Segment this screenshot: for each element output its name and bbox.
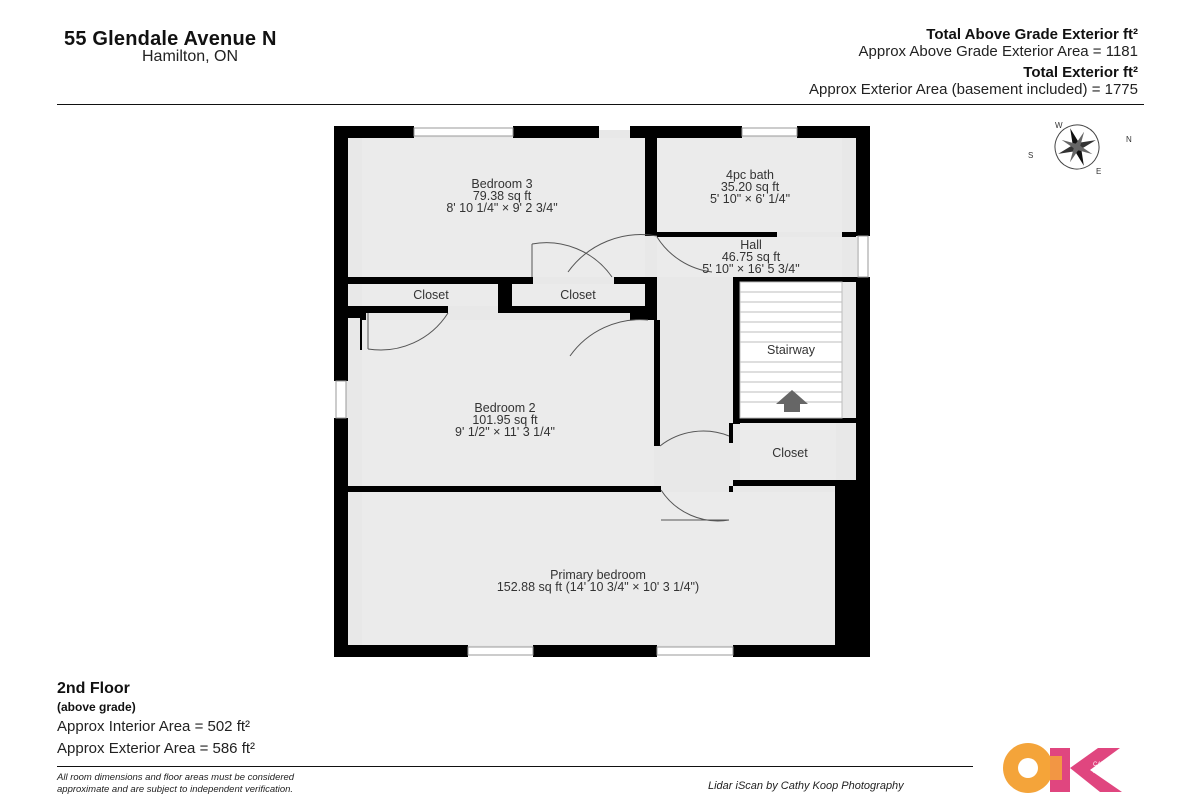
room-floors: [362, 138, 842, 645]
floor-name: 2nd Floor: [57, 680, 130, 697]
room-bedroom-3: Bedroom 3 79.38 sq ft 8' 10 1/4" × 9' 2 …: [446, 177, 557, 215]
bedroom2-dims: 9' 1/2" × 11' 3 1/4": [455, 425, 555, 439]
closet-right-label: Closet: [772, 446, 808, 460]
primary-detail: 152.88 sq ft (14' 10 3/4" × 10' 3 1/4"): [497, 580, 699, 594]
hall-dims: 5' 10" × 16' 5 3/4": [702, 262, 799, 276]
closet-middle-label: Closet: [560, 288, 596, 302]
bedroom2-name: Bedroom 2: [474, 401, 535, 415]
room-bedroom-2: Bedroom 2 101.95 sq ft 9' 1/2" × 11' 3 1…: [455, 401, 555, 439]
above-grade-heading: Total Above Grade Exterior ft²: [926, 26, 1138, 43]
logo-text-line2: PHOTOGRAPHY: [1093, 769, 1132, 775]
total-exterior-heading: Total Exterior ft²: [1023, 64, 1138, 81]
primary-name: Primary bedroom: [550, 568, 646, 582]
compass-n: N: [1126, 135, 1132, 144]
bath-dims: 5' 10" × 6' 1/4": [710, 192, 790, 206]
cathy-koop-logo: CATHY KOOP PHOTOGRAPHY: [1003, 743, 1132, 793]
bath-area: 35.20 sq ft: [721, 180, 780, 194]
bedroom3-dims: 8' 10 1/4" × 9' 2 3/4": [446, 201, 557, 215]
disclaimer-line-2: approximate and are subject to independe…: [57, 784, 294, 795]
hall-area: 46.75 sq ft: [722, 250, 781, 264]
door-swings: [367, 234, 730, 522]
compass-e: E: [1096, 167, 1101, 176]
compass-letters: N S E W: [1028, 121, 1132, 176]
stairway-label: Stairway: [767, 343, 816, 357]
disclaimer-line-1: All room dimensions and floor areas must…: [57, 772, 295, 783]
logo-text-line1: CATHY KOOP: [1093, 762, 1132, 768]
closet-left-label: Closet: [413, 288, 449, 302]
hall-name: Hall: [740, 238, 762, 252]
room-bath: 4pc bath 35.20 sq ft 5' 10" × 6' 1/4": [710, 168, 790, 206]
bedroom3-area: 79.38 sq ft: [473, 189, 532, 203]
compass-w: W: [1055, 121, 1063, 130]
above-grade-area: Approx Above Grade Exterior Area = 1181: [858, 43, 1138, 60]
photographer-credit: Lidar iScan by Cathy Koop Photography: [708, 780, 904, 792]
bath-name: 4pc bath: [726, 168, 774, 182]
property-address: 55 Glendale Avenue N: [64, 28, 277, 50]
header-divider: [57, 104, 1144, 105]
stair-direction-arrow-icon: [776, 390, 808, 412]
footer-divider: [57, 766, 973, 767]
total-exterior-area: Approx Exterior Area (basement included)…: [809, 81, 1138, 98]
exterior-area: Approx Exterior Area = 586 ft²: [57, 740, 256, 757]
compass-s: S: [1028, 151, 1033, 160]
floor-grade: (above grade): [57, 700, 136, 714]
room-hall: Hall 46.75 sq ft 5' 10" × 16' 5 3/4": [702, 238, 799, 276]
interior-area: Approx Interior Area = 502 ft²: [57, 718, 251, 735]
property-city: Hamilton, ON: [142, 48, 239, 65]
bedroom3-name: Bedroom 3: [471, 177, 532, 191]
compass-icon: [1054, 124, 1100, 170]
room-primary-bedroom: Primary bedroom 152.88 sq ft (14' 10 3/4…: [497, 568, 699, 594]
bedroom2-area: 101.95 sq ft: [472, 413, 538, 427]
windows: [335, 127, 869, 656]
